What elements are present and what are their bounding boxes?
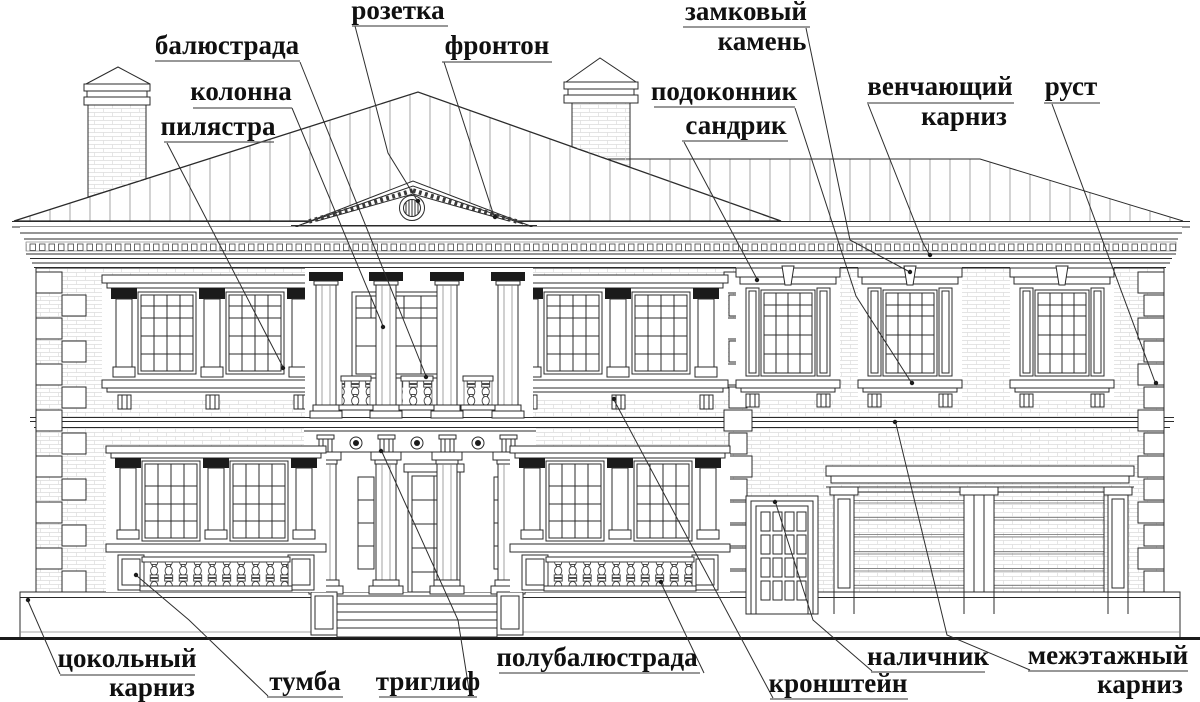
- label-mezhetazhnyy-line2: карниз: [1097, 669, 1183, 699]
- label-mezhetazhnyy-karniz: межэтажный карниз: [892, 419, 1188, 699]
- label-zamkovyy-line2: камень: [718, 26, 807, 56]
- label-fronton-text: фронтон: [445, 30, 550, 60]
- label-tsokolnyy-line2: карниз: [109, 672, 195, 702]
- plinth: [19, 591, 1181, 639]
- label-zamkovyy-kamen: замковый камень: [683, 0, 913, 275]
- label-venchayushchiy-line2: карниз: [921, 101, 1007, 131]
- dentil-band: [25, 241, 1177, 252]
- label-zamkovyy-line1: замковый: [685, 0, 807, 26]
- label-polubalyustrada: полубалюстрада: [496, 579, 705, 674]
- label-tsokolnyy-line1: цокольный: [57, 643, 196, 673]
- roof-rear-slope: [606, 159, 1183, 221]
- label-balyustrada-text: балюстрада: [155, 30, 300, 60]
- portico-entablature: [304, 428, 536, 454]
- label-kronshteyn: кронштейн: [611, 396, 908, 700]
- label-nalichnik-text: наличник: [867, 641, 989, 671]
- label-polubalyustrada-text: полубалюстрада: [496, 642, 698, 672]
- service-door: [745, 495, 819, 615]
- crowning-cornice: [20, 227, 1182, 268]
- annotations: розетка балюстрада колонна пилястра фрон…: [25, 0, 1188, 702]
- window-group-ground-center: [509, 445, 731, 593]
- window-right-3: [1009, 265, 1115, 408]
- label-venchayushchiy-line1: венчающий: [867, 71, 1012, 101]
- label-venchayushchiy-karniz: венчающий карниз: [867, 71, 1014, 258]
- label-tumba-text: тумба: [269, 666, 341, 696]
- label-triglif: триглиф: [376, 448, 480, 698]
- window-right-2: [857, 265, 963, 408]
- frieze-rosettes: [349, 436, 485, 450]
- label-sandrik-text: сандрик: [685, 110, 787, 140]
- garage: [825, 465, 1135, 614]
- quoins-left: [35, 271, 87, 593]
- label-fronton: фронтон: [442, 30, 552, 220]
- label-podokonnik-text: подоконник: [651, 76, 798, 106]
- garage-pilasters: [829, 486, 1133, 593]
- window-group-upper-left: [101, 274, 323, 410]
- label-nalichnik: наличник: [772, 499, 989, 673]
- label-rozetka-text: розетка: [351, 0, 445, 25]
- label-tumba: тумба: [133, 572, 343, 698]
- label-tsokolnyy-karniz: цокольный карниз: [25, 597, 197, 702]
- chimney-left: [83, 66, 151, 198]
- label-balyustrada: балюстрада: [155, 30, 429, 380]
- window-right-1: [735, 265, 841, 408]
- window-group-ground-left: [105, 445, 327, 593]
- rosette: [399, 195, 425, 221]
- label-rozetka: розетка: [351, 0, 448, 204]
- entrance-steps: [310, 591, 524, 638]
- label-sandrik: сандрик: [682, 110, 788, 283]
- label-podokonnik: подоконник: [651, 76, 915, 386]
- label-kronshteyn-text: кронштейн: [769, 668, 908, 698]
- portico-upper: [305, 268, 533, 419]
- portico-ground: [305, 451, 533, 595]
- window-group-upper-center: [507, 274, 729, 410]
- label-triglif-text: триглиф: [376, 666, 480, 696]
- garage-gate-1: [853, 491, 965, 593]
- chimney-center: [563, 57, 639, 168]
- interfloor-cornice: [30, 417, 1174, 428]
- label-rust: руст: [1044, 71, 1159, 386]
- garage-gate-2: [993, 491, 1105, 593]
- label-pilyastra: пилястра: [161, 111, 286, 371]
- balcony-balustrade: [338, 375, 496, 411]
- label-pilyastra-text: пилястра: [161, 111, 276, 141]
- label-mezhetazhnyy-line1: межэтажный: [1028, 640, 1188, 670]
- label-rust-text: руст: [1045, 71, 1098, 101]
- quoins-right: [1137, 271, 1165, 593]
- label-kolonna-text: колонна: [190, 76, 292, 106]
- label-kolonna: колонна: [190, 76, 386, 330]
